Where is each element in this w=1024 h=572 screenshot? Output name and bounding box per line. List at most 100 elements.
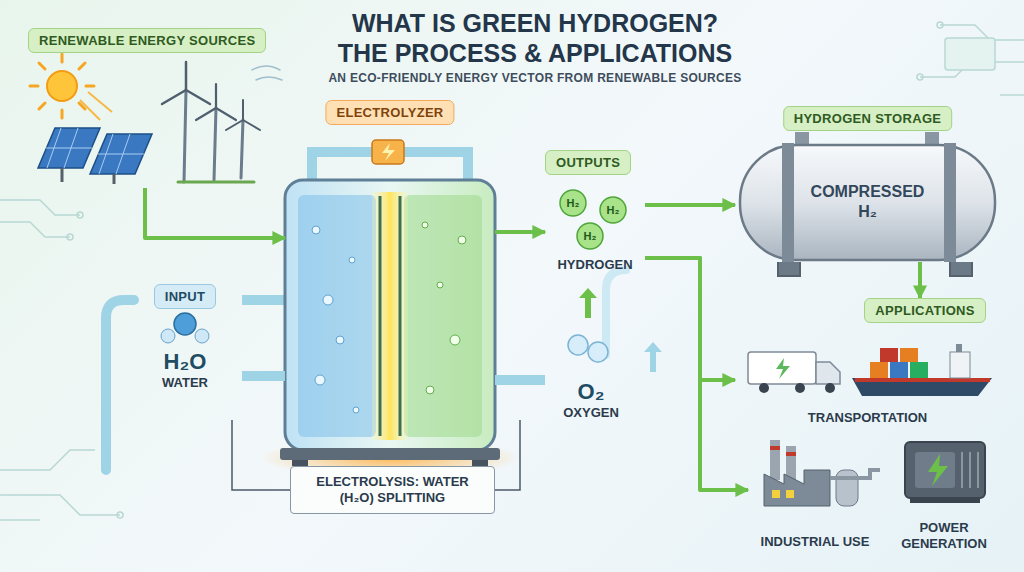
truck-icon xyxy=(748,352,816,384)
storage-tank xyxy=(782,143,794,262)
water-molecule xyxy=(161,329,175,343)
section-label: OUTPUTS xyxy=(545,150,631,175)
electrolyzer-tank xyxy=(458,236,466,244)
hydrogen-molecules xyxy=(560,190,586,216)
storage-tank xyxy=(944,143,956,262)
ship-icon xyxy=(855,378,990,382)
factory-icon xyxy=(830,470,880,478)
node-text: HYDROGEN xyxy=(557,257,632,273)
electrolyzer-tank xyxy=(422,222,466,394)
wind-turbines xyxy=(162,62,210,104)
circuit-lines xyxy=(67,234,73,240)
molecule-label: H₂ xyxy=(559,194,587,212)
power-connector xyxy=(382,143,395,161)
storage-tank-box: HYDROGEN STORAGECOMPRESSED H₂ xyxy=(735,142,1000,262)
flow-arrow xyxy=(495,230,545,234)
section-label: APPLICATIONS xyxy=(860,298,990,323)
wind-turbines xyxy=(178,181,254,184)
storage-tank xyxy=(740,132,995,276)
source-group: RENEWABLE ENERGY SOURCES xyxy=(28,28,268,188)
bracket xyxy=(495,420,520,490)
node-text: H₂O xyxy=(164,349,207,375)
flow-arrow xyxy=(645,203,735,207)
oxygen-molecule xyxy=(588,342,608,362)
truck-icon xyxy=(748,352,840,393)
application-group: POWER GENERATION xyxy=(886,432,1002,552)
factory-icon xyxy=(764,470,830,506)
truck-icon xyxy=(776,358,790,379)
diagram-title: WHAT IS GREEN HYDROGEN? THE PROCESS & AP… xyxy=(290,8,780,68)
sun xyxy=(47,71,77,101)
ship-icon xyxy=(950,352,970,378)
circuit-lines xyxy=(77,212,83,218)
generator-icon xyxy=(905,442,985,503)
circuit-lines xyxy=(0,519,40,521)
storage-tank xyxy=(778,262,972,276)
molecule-label: H₂ xyxy=(576,227,604,245)
input-group: INPUTH₂OWATER xyxy=(128,284,242,391)
sun xyxy=(80,92,112,120)
factory-icon xyxy=(770,440,780,480)
wind-turbines xyxy=(184,90,243,182)
electrolyzer-tank xyxy=(437,282,443,288)
solar-panels xyxy=(62,168,114,184)
generator-icon xyxy=(910,498,980,503)
electrolyzer-tank xyxy=(336,336,344,344)
factory-icon xyxy=(786,452,796,456)
pipes xyxy=(606,270,626,355)
node-text: O₂ xyxy=(578,379,605,405)
hydrogen-molecules xyxy=(560,190,626,249)
water-molecule xyxy=(161,313,209,343)
application-group: INDUSTRIAL USE xyxy=(748,432,882,550)
electrolyzer-tank xyxy=(372,192,408,440)
electrolyzer-box: ELECTROLYZER xyxy=(285,180,495,450)
circuit-lines xyxy=(117,512,123,518)
output-group: O₂OXYGEN xyxy=(545,325,637,421)
ship-icon xyxy=(880,348,898,362)
storage-tank xyxy=(795,132,809,144)
application-group: TRANSPORTATION xyxy=(735,340,1000,426)
circuit-lines xyxy=(0,495,120,515)
pipes xyxy=(106,152,626,470)
section-label: INPUT xyxy=(154,284,217,309)
bracket xyxy=(232,420,290,490)
up-arrows xyxy=(579,288,662,372)
circuit-lines xyxy=(0,450,95,470)
water-molecule xyxy=(174,313,196,335)
node-text: INDUSTRIAL USE xyxy=(761,534,870,550)
factory-icon xyxy=(772,490,780,498)
water-pipe xyxy=(495,375,545,385)
oxygen-molecule xyxy=(568,335,608,362)
circuit-lines xyxy=(0,22,1024,520)
wind-turbines xyxy=(252,66,282,80)
flow-arrow xyxy=(645,258,735,380)
electrolyzer-tank xyxy=(450,335,460,345)
factory-icon xyxy=(786,446,796,480)
ship-icon xyxy=(890,362,908,378)
factory-icon xyxy=(786,490,794,498)
electrolyzer-tank xyxy=(312,226,359,413)
circuit-lines xyxy=(937,22,943,28)
flow-arrow xyxy=(918,262,922,298)
wind-turbines xyxy=(162,62,282,182)
solar-panels xyxy=(38,128,152,184)
process-box: ELECTROLYSIS: WATER (H₂O) SPLITTING xyxy=(290,466,495,514)
circuit-lines xyxy=(0,200,80,215)
truck-icon xyxy=(816,362,840,384)
section-label: APPLICATIONS xyxy=(864,298,985,323)
truck-icon xyxy=(759,383,769,393)
section-label: RENEWABLE ENERGY SOURCES xyxy=(28,28,266,53)
water-pipe xyxy=(242,371,285,381)
pipes xyxy=(106,300,134,470)
flow-arrow xyxy=(645,258,748,490)
generator-icon xyxy=(962,452,978,488)
generator-icon xyxy=(905,442,985,498)
electrolyzer-tank xyxy=(380,196,400,436)
ship-icon xyxy=(900,348,918,362)
section-label: ELECTROLYZER xyxy=(325,100,454,125)
electrolyzer-tank xyxy=(422,222,428,228)
electrolyzer-tank xyxy=(260,180,520,478)
